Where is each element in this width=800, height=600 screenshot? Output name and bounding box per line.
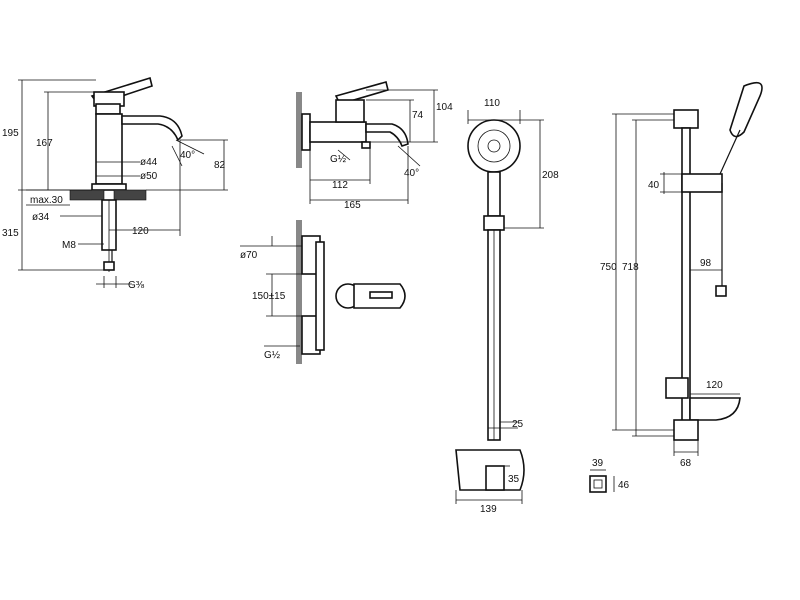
bath-mixer-side-spout <box>365 123 409 147</box>
bath-mixer-side-body <box>309 121 367 143</box>
hand-shower-drawing: 110 208 25 35 139 <box>455 98 559 515</box>
dim-104: 104 <box>436 102 453 113</box>
dim-82: 82 <box>214 160 226 171</box>
dim-120-rail: 120 <box>706 380 723 391</box>
hand-shower-inner-ring <box>477 129 511 163</box>
dim-angle-40-bath: 40° <box>404 168 419 179</box>
bracket-drawing: 39 46 <box>589 458 630 493</box>
dim-74: 74 <box>412 110 424 121</box>
dim-68: 68 <box>680 458 692 469</box>
dim-diameter-50: ø50 <box>140 171 158 182</box>
shower-rail-hose-end <box>715 285 727 297</box>
dim-718: 718 <box>622 262 639 273</box>
dim-195: 195 <box>2 128 19 139</box>
wall-section-front <box>296 220 302 364</box>
basin-mixer-nut <box>103 261 115 271</box>
shower-rail-drawing: 40 750 718 98 120 68 <box>600 81 763 469</box>
dim-max-30: max.30 <box>30 195 63 206</box>
hand-shower-center <box>487 139 501 153</box>
shower-rail-head <box>729 81 763 138</box>
dim-150-15: 150±15 <box>252 291 286 302</box>
dim-167: 167 <box>36 138 53 149</box>
bath-mixer-front-handle-slot <box>369 291 393 299</box>
bracket-inner <box>593 479 603 489</box>
dim-g-1-2: G½ <box>330 154 347 165</box>
dim-g-1-2-front: G½ <box>264 350 281 361</box>
shower-rail-top-bracket <box>673 109 699 129</box>
dim-35: 35 <box>508 474 520 485</box>
dim-98: 98 <box>700 258 712 269</box>
dim-112: 112 <box>332 180 348 191</box>
dim-g-3-8: G⅜ <box>128 280 145 291</box>
basin-mixer-base <box>91 183 127 191</box>
dim-40: 40 <box>648 180 660 191</box>
dim-315: 315 <box>2 228 19 239</box>
dim-diameter-34: ø34 <box>32 212 50 223</box>
wall-section <box>296 92 302 168</box>
basin-mixer-handle-base <box>95 103 121 115</box>
bath-mixer-side-connector <box>361 141 371 149</box>
shower-rail-soap-bracket <box>665 377 689 399</box>
dim-110: 110 <box>484 98 500 109</box>
hand-shower-holder <box>483 215 505 231</box>
shower-rail-soap-dish <box>689 397 741 421</box>
hand-shower-head <box>467 119 521 173</box>
dim-139: 139 <box>480 504 497 515</box>
basin-mixer-body <box>95 113 123 185</box>
dim-39: 39 <box>592 458 604 469</box>
basin-mixer-spout <box>121 115 183 142</box>
dim-25: 25 <box>512 419 524 430</box>
basin-section-right <box>113 189 147 201</box>
shower-rail-slider <box>681 173 723 193</box>
dim-208: 208 <box>542 170 559 181</box>
dim-angle-40: 40° <box>180 150 195 161</box>
bath-mixer-wall-flange <box>301 113 311 151</box>
bath-mixer-side-drawing: 104 74 G½ 40° 112 165 <box>296 81 453 211</box>
dim-120: 120 <box>132 226 149 237</box>
dim-m8: M8 <box>62 240 76 251</box>
bath-mixer-front-drawing: ø70 150±15 G½ <box>240 220 406 364</box>
shower-rail-bottom-bracket <box>673 419 699 441</box>
dim-46: 46 <box>618 480 630 491</box>
bath-mixer-side-handle-base <box>335 99 365 123</box>
hand-shower-handle <box>487 171 501 217</box>
basin-section-left <box>69 189 105 201</box>
dim-diameter-44: ø44 <box>140 157 158 168</box>
hand-shower-base <box>485 465 505 491</box>
dim-diameter-70: ø70 <box>240 250 258 261</box>
dim-750: 750 <box>600 262 617 273</box>
dim-165: 165 <box>344 200 361 211</box>
basin-mixer-drawing: 195 167 82 40° ø44 ø50 max.30 ø34 120 31… <box>2 76 228 291</box>
bath-mixer-front-body <box>315 241 325 351</box>
bracket-body <box>589 475 607 493</box>
